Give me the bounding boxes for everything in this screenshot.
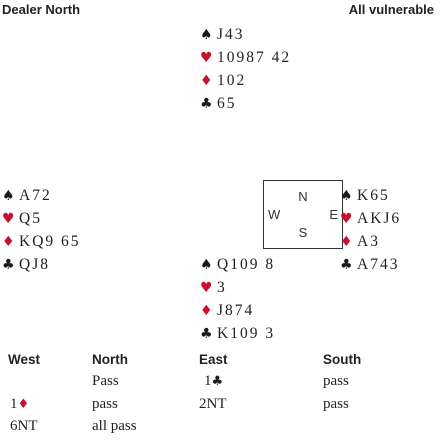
east-hearts: AKJ6 <box>357 210 402 227</box>
auction-call: pass <box>323 373 349 389</box>
spade-icon: ♠ <box>2 188 15 204</box>
south-spades-row: ♠Q109 8 <box>200 253 275 276</box>
west-clubs: QJ8 <box>19 256 50 273</box>
compass-south: S <box>298 225 308 240</box>
diamond-icon: ♦ <box>200 303 213 319</box>
north-hearts-row: ♥10987 42 <box>200 46 291 69</box>
east-spades-row: ♠K65 <box>340 184 401 207</box>
west-clubs-row: ♣QJ8 <box>2 253 81 276</box>
auction-call: 6NT <box>10 418 38 434</box>
auction-call-level: 1 <box>10 396 18 412</box>
spade-icon: ♠ <box>340 188 353 204</box>
east-diamonds-row: ♦A3 <box>340 230 401 253</box>
south-diamonds: J874 <box>217 302 255 319</box>
diamond-icon: ♦ <box>200 73 213 89</box>
east-hand: ♠K65 ♥AKJ6 ♦A3 ♣A743 <box>340 184 401 276</box>
south-spades: Q109 8 <box>217 256 276 273</box>
south-diamonds-row: ♦J874 <box>200 299 275 322</box>
dealer-label: Dealer North <box>2 2 81 17</box>
auction-call: pass <box>323 396 349 412</box>
compass-west: W <box>268 207 281 222</box>
north-diamonds-row: ♦102 <box>200 69 291 92</box>
west-diamonds: KQ9 65 <box>19 233 81 250</box>
east-spades: K65 <box>357 187 390 204</box>
auction-call: 1♣ <box>204 373 223 390</box>
vulnerability-label: All vulnerable <box>348 2 434 17</box>
auction-call: Pass <box>92 373 119 389</box>
north-spades: J43 <box>217 26 245 43</box>
west-hearts-row: ♥Q5 <box>2 207 81 230</box>
north-hand: ♠J43 ♥10987 42 ♦102 ♣65 <box>200 23 291 115</box>
west-diamonds-row: ♦KQ9 65 <box>2 230 81 253</box>
auction-header-west: West <box>8 352 41 367</box>
west-spades-row: ♠A72 <box>2 184 81 207</box>
club-icon: ♣ <box>200 326 213 342</box>
club-icon: ♣ <box>2 257 15 273</box>
north-clubs-row: ♣65 <box>200 92 291 115</box>
spade-icon: ♠ <box>200 257 213 273</box>
auction-header-east: East <box>199 352 228 367</box>
heart-icon: ♥ <box>2 211 15 227</box>
auction-header-south: South <box>323 352 362 367</box>
north-hearts: 10987 42 <box>217 49 292 66</box>
north-clubs: 65 <box>217 95 237 112</box>
diamond-icon: ♦ <box>2 234 15 250</box>
east-clubs-row: ♣A743 <box>340 253 401 276</box>
south-hearts: 3 <box>217 279 227 296</box>
east-diamonds: A3 <box>357 233 380 250</box>
auction-call: 1♦ <box>10 396 29 413</box>
west-spades: A72 <box>19 187 52 204</box>
club-icon: ♣ <box>340 257 353 273</box>
compass-box: N W E S <box>263 180 343 249</box>
diamond-icon: ♦ <box>340 234 353 250</box>
west-hand: ♠A72 ♥Q5 ♦KQ9 65 ♣QJ8 <box>2 184 81 276</box>
auction-call: 2NT <box>199 396 227 412</box>
south-hand: ♠Q109 8 ♥3 ♦J874 ♣K109 3 <box>200 253 275 345</box>
south-clubs-row: ♣K109 3 <box>200 322 275 345</box>
auction-call-level: 1 <box>204 373 212 389</box>
south-clubs: K109 3 <box>217 325 276 342</box>
south-hearts-row: ♥3 <box>200 276 275 299</box>
club-icon: ♣ <box>200 96 213 112</box>
diamond-icon: ♦ <box>17 397 30 412</box>
east-clubs: A743 <box>357 256 400 273</box>
heart-icon: ♥ <box>340 211 353 227</box>
auction-table: West North East South Pass 1♣ pass 1♦ pa… <box>0 352 440 440</box>
auction-call: all pass <box>92 418 137 434</box>
auction-header-north: North <box>92 352 128 367</box>
auction-call: pass <box>92 396 118 412</box>
north-spades-row: ♠J43 <box>200 23 291 46</box>
east-hearts-row: ♥AKJ6 <box>340 207 401 230</box>
north-diamonds: 102 <box>217 72 247 89</box>
heart-icon: ♥ <box>200 280 213 296</box>
club-icon: ♣ <box>211 374 224 389</box>
heart-icon: ♥ <box>200 50 213 66</box>
spade-icon: ♠ <box>200 27 213 43</box>
west-hearts: Q5 <box>19 210 42 227</box>
compass-north: N <box>298 189 308 204</box>
compass-east: E <box>329 207 338 222</box>
